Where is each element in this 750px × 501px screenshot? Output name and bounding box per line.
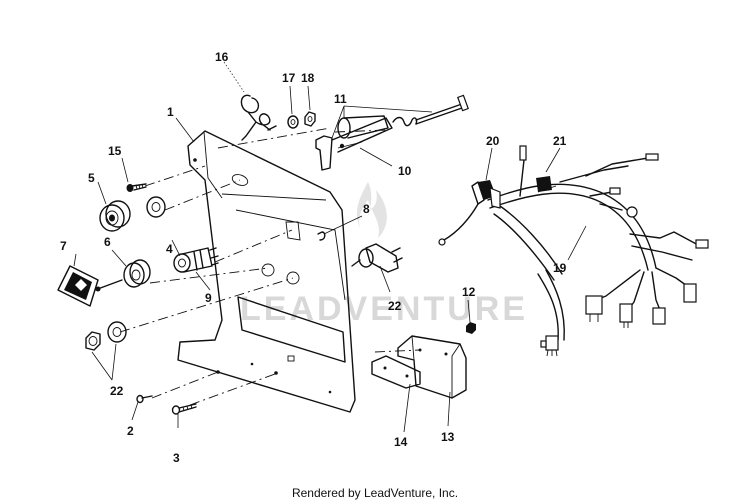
nut-6 [123, 259, 151, 288]
nut-12 [466, 322, 476, 334]
part-label-5: 5 [88, 171, 95, 185]
ignition-switch-9 [173, 247, 219, 273]
part-label-3: 3 [173, 451, 180, 465]
alignment-lines [119, 127, 421, 406]
part-label-10: 10 [398, 164, 412, 178]
watermark: LEADVENTURE [240, 182, 528, 328]
footer-credit: Rendered by LeadVenture, Inc. [292, 486, 458, 500]
part-label-16: 16 [215, 50, 229, 64]
toggle-switch-22 [351, 243, 403, 273]
part-label-22-left: 22 [110, 384, 124, 398]
part-label-9: 9 [205, 291, 212, 305]
part-label-21: 21 [553, 134, 567, 148]
screw-3 [171, 403, 197, 415]
part-label-14: 14 [394, 435, 408, 449]
part-label-19: 19 [553, 261, 567, 275]
washer-17 [287, 115, 299, 129]
part-label-15: 15 [108, 144, 122, 158]
watermark-flame-icon [356, 182, 387, 238]
part-label-8: 8 [363, 202, 370, 216]
nut-washer-22 [85, 321, 127, 351]
part-label-18: 18 [301, 71, 315, 85]
part-label-6: 6 [104, 235, 111, 249]
part-label-7: 7 [60, 239, 67, 253]
washer-4 [146, 196, 166, 218]
part-label-20: 20 [486, 134, 500, 148]
part-label-22-right: 22 [388, 299, 402, 313]
nut-5 [99, 200, 131, 232]
throttle-control-10 [315, 94, 469, 171]
wiring-harness-19 [438, 145, 709, 357]
screw-2 [136, 394, 153, 404]
leader-lines [73, 61, 587, 433]
part-labels: 1 2 3 4 5 6 7 8 9 10 11 12 13 14 15 16 1… [60, 50, 567, 465]
clip-8 [317, 231, 326, 241]
part-label-1: 1 [167, 105, 174, 119]
part-label-13: 13 [441, 430, 455, 444]
part-label-17: 17 [282, 71, 296, 85]
dash-panel [177, 130, 356, 413]
screw-15 [126, 183, 147, 192]
spring-clip-16 [240, 94, 277, 141]
bracket-14 [371, 355, 421, 389]
part-label-12: 12 [462, 285, 476, 299]
part-label-4: 4 [166, 242, 173, 256]
key-switch-7 [57, 265, 123, 307]
part-label-2: 2 [127, 424, 134, 438]
part-label-11: 11 [334, 92, 347, 106]
nut-18 [304, 111, 316, 127]
watermark-text: LEADVENTURE [240, 290, 528, 328]
bracket-13 [397, 335, 467, 399]
